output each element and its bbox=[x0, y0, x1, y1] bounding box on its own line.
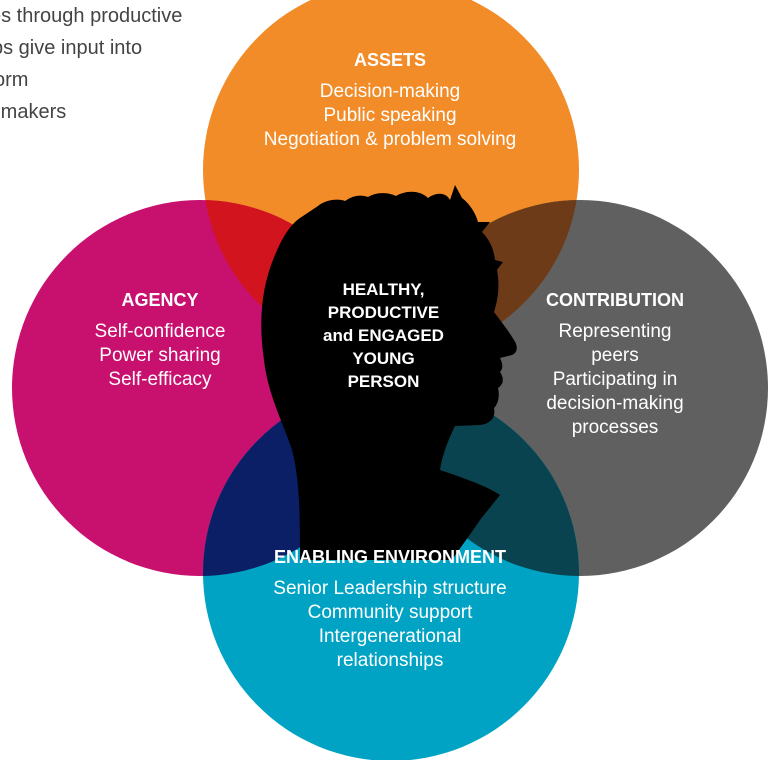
enabling-item: relationships bbox=[336, 650, 444, 671]
assets-item: Public speaking bbox=[323, 105, 457, 126]
contribution-heading: CONTRIBUTION bbox=[546, 290, 684, 310]
assets-item: Decision-making bbox=[319, 81, 461, 102]
assets-item: Negotiation & problem solving bbox=[263, 129, 517, 150]
contribution-item: peers bbox=[591, 345, 639, 366]
intro-line: -makers bbox=[0, 101, 67, 123]
agency-item: Power sharing bbox=[99, 345, 221, 366]
enabling-heading: ENABLING ENVIRONMENT bbox=[273, 547, 506, 567]
agency-item: Self-efficacy bbox=[108, 369, 212, 390]
enabling-label: ENABLING ENVIRONMENT Senior Leadership s… bbox=[220, 545, 560, 673]
intro-line: es through productive bbox=[0, 5, 183, 27]
assets-heading: ASSETS bbox=[353, 50, 427, 70]
intro-text: es through productive ps give input into… bbox=[0, 0, 300, 128]
center-line: HEALTHY, bbox=[342, 280, 425, 299]
enabling-item: Community support bbox=[307, 602, 473, 623]
overlap-enabling-contribution bbox=[392, 385, 579, 576]
contribution-item: Participating in bbox=[552, 369, 678, 390]
center-line: PERSON bbox=[347, 372, 420, 391]
assets-label: ASSETS Decision-making Public speaking N… bbox=[220, 48, 560, 152]
contribution-label: CONTRIBUTION Representing peers Particip… bbox=[510, 288, 720, 440]
head-silhouette bbox=[261, 185, 517, 560]
intro-line: ps give input into bbox=[0, 37, 143, 59]
overlap-enabling-agency bbox=[203, 385, 388, 576]
agency-heading: AGENCY bbox=[121, 290, 199, 310]
center-line: PRODUCTIVE bbox=[327, 303, 440, 322]
center-label: HEALTHY, PRODUCTIVE and ENGAGED YOUNG PE… bbox=[296, 278, 471, 393]
intro-line: orm bbox=[0, 69, 29, 91]
enabling-item: Intergenerational bbox=[318, 626, 462, 647]
enabling-item: Senior Leadership structure bbox=[273, 578, 507, 599]
contribution-item: processes bbox=[571, 417, 659, 438]
contribution-item: Representing bbox=[558, 321, 672, 342]
agency-item: Self-confidence bbox=[94, 321, 226, 342]
agency-label: AGENCY Self-confidence Power sharing Sel… bbox=[60, 288, 260, 392]
center-line: and ENGAGED bbox=[323, 326, 444, 345]
contribution-item: decision-making bbox=[546, 393, 684, 414]
center-line: YOUNG bbox=[352, 349, 415, 368]
